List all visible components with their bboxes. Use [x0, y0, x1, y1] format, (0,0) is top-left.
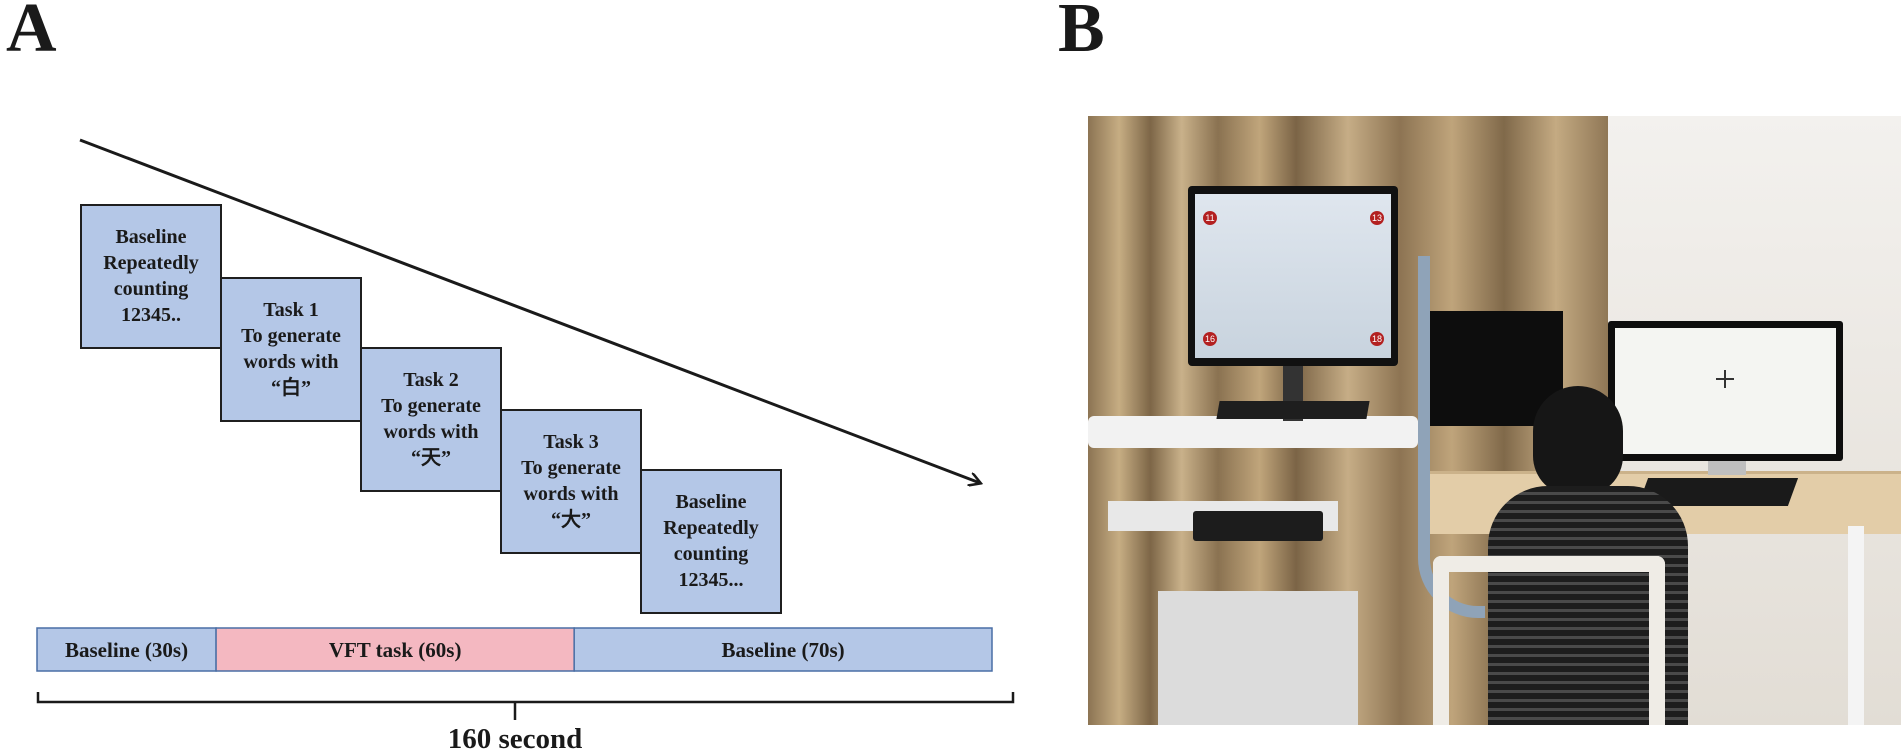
- step-line: Task 2: [403, 369, 458, 391]
- timeline-segment: [573, 627, 993, 672]
- cart-device: [1193, 511, 1323, 541]
- participant-head: [1533, 386, 1623, 496]
- step-line: Baseline: [675, 491, 746, 513]
- step-line: 12345..: [121, 304, 181, 326]
- step-line: Repeatedly: [103, 252, 199, 274]
- step-line: “白”: [271, 375, 311, 399]
- badge: 18: [1370, 332, 1384, 346]
- step-line: To generate: [381, 395, 481, 417]
- desk-leg: [1848, 526, 1864, 725]
- step-line: “大”: [551, 508, 591, 531]
- timeline-segment-label: VFT task (60s): [329, 638, 462, 662]
- step-line: Repeatedly: [663, 517, 759, 539]
- timeline-bar: Baseline (30s) VFT task (60s) Baseline (70…: [36, 627, 993, 672]
- step-box-bg: [640, 469, 782, 614]
- step-line: 12345...: [679, 569, 744, 591]
- panel-b-label: B: [1058, 0, 1105, 67]
- step-line: Task 3: [543, 431, 598, 453]
- time-arrow: [79, 138, 980, 483]
- step-line: “天”: [411, 447, 451, 469]
- chair: [1433, 556, 1665, 725]
- system-unit: [1158, 591, 1358, 725]
- step-box: Task 1 To generate words with“白”: [220, 277, 362, 422]
- panel-a-label: A: [6, 0, 57, 67]
- timeline-segment: [36, 627, 217, 672]
- step-box-bg: [360, 347, 502, 492]
- badge: 11: [1203, 211, 1217, 225]
- step-line: To generate: [521, 457, 621, 479]
- monitor-stand: [1708, 461, 1746, 475]
- cart-top: [1088, 416, 1418, 448]
- timeline-segment-label: Baseline (30s): [65, 638, 188, 662]
- fixation-cross: [1724, 370, 1726, 388]
- step-line: Baseline: [115, 226, 186, 248]
- badge: 16: [1203, 332, 1217, 346]
- timeline-segment-label: Baseline (70s): [722, 638, 845, 662]
- step-box-bg: [80, 204, 222, 349]
- total-duration-bracket: [36, 692, 1015, 720]
- step-line: counting: [674, 543, 748, 565]
- step-line: words with: [243, 351, 338, 373]
- step-box-bg: [220, 277, 362, 422]
- step-line: words with: [383, 421, 478, 443]
- stimulus-screen: [1615, 328, 1836, 454]
- step-line: counting: [114, 278, 188, 300]
- step-box: Task 3 To generate words with “大”: [500, 409, 642, 554]
- keyboard: [1216, 401, 1370, 419]
- total-duration-label: 160 second: [448, 723, 583, 754]
- experiment-setup-photo: 11 13 16 18: [1088, 116, 1901, 725]
- step-line: Task 1: [263, 299, 318, 321]
- nirs-screen: [1195, 194, 1391, 358]
- step-box: Task 2 To generate words with “天”: [360, 347, 502, 492]
- step-box-bg: [500, 409, 642, 554]
- step-line: To generate: [241, 325, 341, 347]
- step-line: words with: [523, 483, 618, 505]
- badge: 13: [1370, 211, 1384, 225]
